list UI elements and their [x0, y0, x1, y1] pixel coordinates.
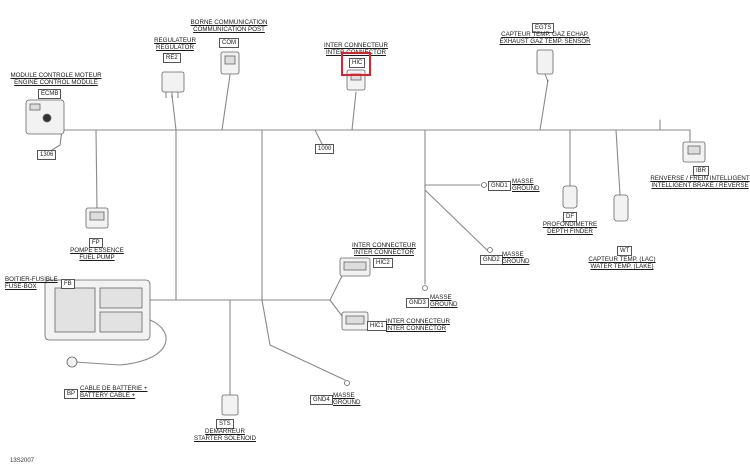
wire-gnd4	[261, 299, 346, 381]
code-ibr: IBR	[693, 166, 710, 176]
code-hic: HIC	[349, 58, 366, 68]
code-hic2: HIC2	[373, 258, 393, 268]
label-wt: CAPTEUR TEMP. (LAC) WATER TEMP. (LAKE)	[588, 256, 656, 271]
code-1000: 1000	[315, 144, 335, 154]
code-gnd2: GND2	[480, 255, 503, 265]
wire-re2	[171, 94, 177, 131]
communication-post-component	[220, 51, 240, 75]
code-gnd1: GND1	[488, 181, 511, 191]
battery-cable-component	[66, 356, 78, 368]
label-com: BORNE COMMUNICATION COMMUNICATION POST	[190, 19, 268, 34]
ecm-module	[25, 99, 65, 135]
regulator-component	[161, 71, 185, 98]
gnd1-eyelet	[481, 182, 487, 188]
starter-solenoid-component	[221, 394, 239, 416]
code-fb: FB	[61, 279, 75, 289]
fuel-pump-component	[85, 207, 109, 229]
wire-egts	[539, 79, 549, 131]
label-re2: REGULATEUR REGULATOR	[154, 37, 196, 52]
gnd2-eyelet	[487, 247, 493, 253]
fuse-box-component	[44, 279, 151, 341]
label-fb: BOITIER-FUSIBLE FUSE-BOX	[5, 276, 58, 291]
wire-1000-leader	[314, 129, 323, 145]
label-egts: CAPTEUR TEMP. GAZ ECHAP. EXHAUST GAZ TEM…	[499, 31, 591, 46]
code-1306: 1306	[37, 150, 57, 160]
label-bp: CABLE DE BATTERIE + BATTERY CABLE +	[80, 385, 148, 400]
wire-gnd2	[424, 189, 488, 251]
hic2-connector-component	[339, 257, 371, 277]
label-gnd3: MASSE GROUND	[430, 294, 458, 309]
label-hic1: INTER CONNECTEUR INTER CONNECTOR	[386, 318, 450, 333]
label-gnd4: MASSE GROUND	[333, 392, 361, 407]
water-temp-component	[613, 194, 629, 222]
label-df: PROFONDIMETRE DEPTH FINDER	[542, 221, 598, 236]
label-gnd1: MASSE GROUND	[512, 178, 540, 193]
gnd4-eyelet	[344, 380, 350, 386]
label-sts: DEMARREUR STARTER SOLENOID	[193, 428, 256, 443]
wire-1306	[51, 129, 63, 151]
code-gnd4: GND4	[310, 395, 333, 405]
wire-com	[221, 74, 231, 131]
egts-sensor-component	[536, 49, 554, 83]
code-egts: EGTS	[532, 23, 555, 33]
code-com: COM	[219, 38, 239, 48]
highlight-box	[341, 52, 371, 76]
gnd3-eyelet	[422, 285, 428, 291]
wire-ibr	[659, 119, 691, 143]
wire-wt	[615, 129, 621, 196]
code-hic1: HIC1	[367, 321, 387, 331]
label-ecmb: MODULE CONTROLE MOTEUR ENGINE CONTROL MO…	[10, 72, 102, 87]
label-fp: POMPE ESSENCE FUEL PUMP	[70, 247, 124, 262]
code-re2: RE2	[163, 53, 181, 63]
figure-id: 13S2007	[10, 458, 35, 464]
depth-finder-component	[562, 185, 578, 209]
wire-hic	[351, 91, 357, 131]
wire-fp	[95, 129, 98, 211]
code-sts: STS	[216, 419, 234, 429]
wire-battery	[74, 319, 167, 366]
label-gnd2: MASSE GROUND	[502, 251, 530, 266]
code-ecmb: ECMB	[38, 89, 62, 99]
code-wt: WT	[617, 246, 633, 256]
code-df: DF	[563, 212, 577, 222]
code-bp: BP	[64, 389, 79, 399]
code-gnd3: GND3	[406, 298, 429, 308]
code-fp: FP	[89, 238, 103, 248]
hic1-connector-component	[341, 311, 369, 331]
label-hic2: INTER CONNECTEUR INTER CONNECTOR	[352, 242, 416, 257]
label-ibr: RENVERSE / FREIN INTELLIGENT INTELLIGENT…	[650, 175, 750, 190]
ibr-component	[682, 141, 706, 163]
